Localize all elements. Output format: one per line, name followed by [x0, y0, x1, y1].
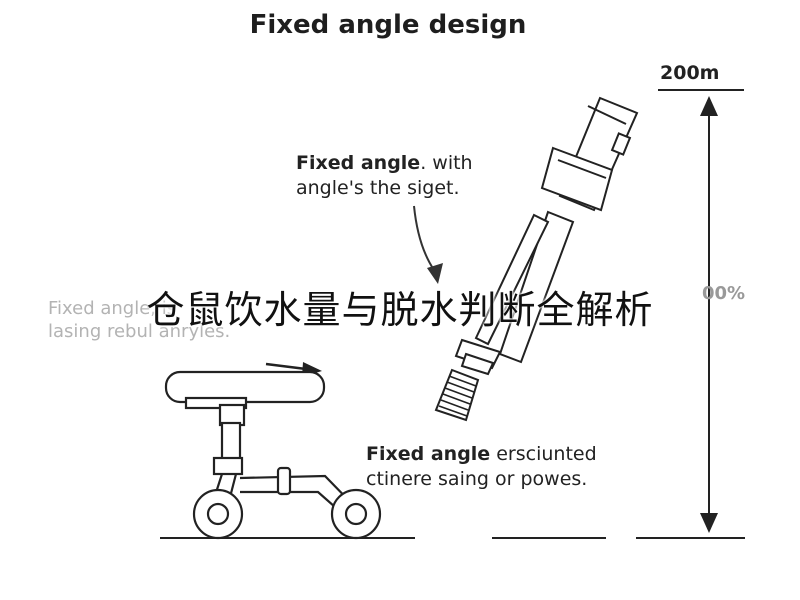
- arrow-pointer-icon: [413, 205, 443, 284]
- annotation-line2: lasing rebul anryles.: [48, 321, 231, 342]
- overlay-caption: 仓鼠饮水量与脱水判断全解析: [146, 288, 654, 332]
- annotation-text: . with: [420, 152, 473, 174]
- annotation-bold: Fixed angle: [296, 152, 421, 174]
- annotation-line1: Fixed angle, is: [48, 298, 177, 319]
- scale-top-label: 200m: [660, 62, 720, 84]
- annotation-line2: angle's the siget.: [296, 177, 460, 199]
- scale-mid-label: 00%: [702, 283, 746, 304]
- annotation-handle: Fixed angle, is lasing rebul anryles.: [48, 297, 230, 343]
- wheeled-frame: [164, 370, 382, 540]
- telescoping-pole: [434, 96, 639, 422]
- annotation-bold: Fixed angle: [366, 443, 491, 465]
- diagram-title: Fixed angle design: [249, 10, 527, 40]
- dimension-arrow-icon: [658, 89, 744, 533]
- annotation-text: ersciunted: [490, 443, 597, 465]
- annotation-line2: ctinere saing or powes.: [366, 468, 588, 490]
- annotation-telescoping-pole: Fixed angle. with angle's the siget.: [296, 151, 473, 201]
- annotation-wheeled-frame: Fixed angle ersciunted ctinere saing or …: [366, 442, 597, 492]
